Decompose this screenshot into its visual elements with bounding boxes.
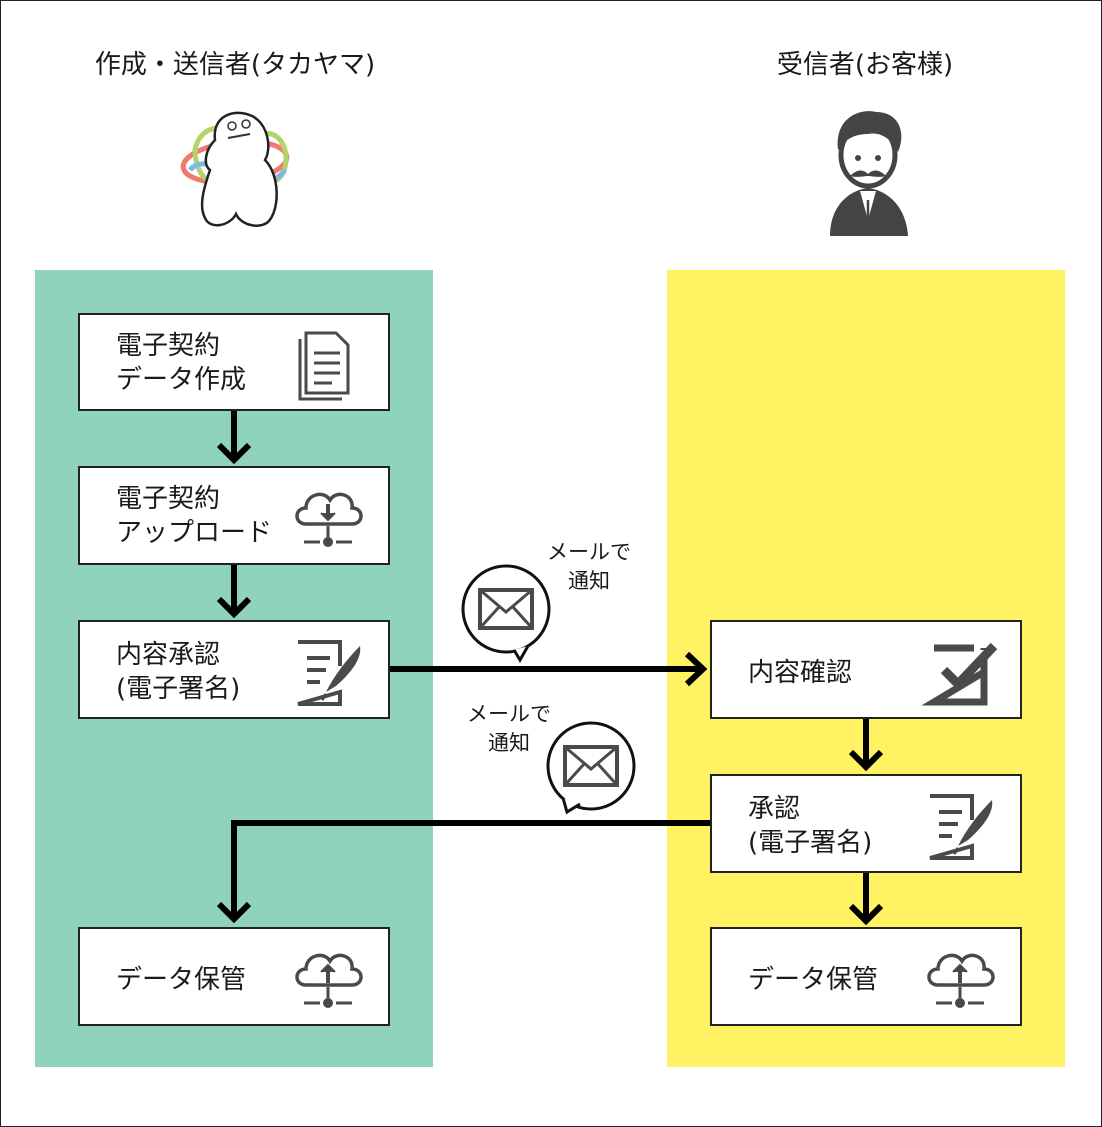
step-sender-storage: データ保管 <box>78 927 390 1026</box>
cloud-download-icon <box>295 492 363 547</box>
cloud-upload-icon <box>927 953 995 1008</box>
arrow-sign-to-sender-storage <box>231 820 710 918</box>
sign-document-icon <box>929 794 993 860</box>
receiver-column-title: 受信者(お客様) <box>776 50 954 80</box>
mascot-eye-left <box>227 121 237 131</box>
checkbox-icon <box>921 642 998 706</box>
step-create-data: 電子契約 データ作成 <box>78 313 390 411</box>
step-receiver-storage-label: データ保管 <box>748 965 879 995</box>
notification-label-2: メールで 通知 <box>467 702 551 755</box>
notification-label-1: メールで 通知 <box>547 540 631 593</box>
cloud-upload-icon <box>295 953 363 1008</box>
step-receiver-storage: データ保管 <box>710 927 1022 1026</box>
sender-column-title: 作成・送信者(タカヤマ) <box>94 50 376 80</box>
step-receiver-sign-label: 承認 (電子署名) <box>748 794 873 858</box>
step-receiver-sign: 承認 (電子署名) <box>710 774 1022 873</box>
step-approve-sign: 内容承認 (電子署名) <box>78 620 390 719</box>
step-sender-storage-label: データ保管 <box>116 965 247 995</box>
step-approve-sign-label: 内容承認 (電子署名) <box>116 640 241 704</box>
mascot-body <box>200 111 278 227</box>
step-upload-label: 電子契約 アップロード <box>116 484 273 548</box>
sign-document-icon <box>297 640 361 706</box>
mascot-mouth <box>227 133 251 139</box>
step-upload: 電子契約 アップロード <box>78 466 390 565</box>
step-create-data-label: 電子契約 データ作成 <box>116 331 247 395</box>
mascot-eye-right <box>241 119 251 129</box>
step-content-confirm: 内容確認 <box>710 620 1022 719</box>
step-content-confirm-label: 内容確認 <box>748 658 853 688</box>
document-icon <box>298 331 350 401</box>
